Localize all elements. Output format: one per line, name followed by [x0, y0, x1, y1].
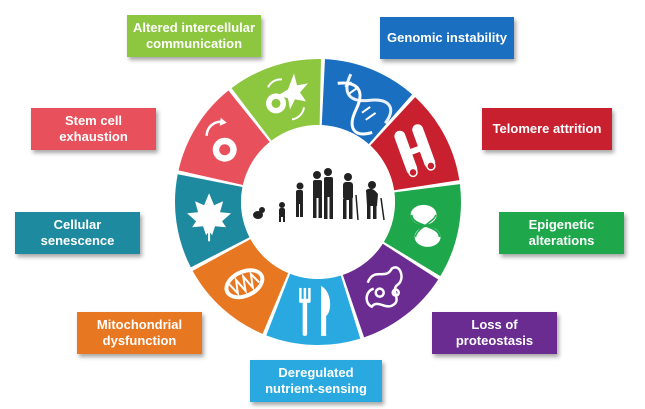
dna-helix-icon: [337, 73, 393, 136]
histone-icon: [410, 204, 441, 247]
segment-proteostasis: [342, 243, 439, 338]
stem-cell-division-icon: [205, 117, 237, 162]
label-cellular-senescence: Cellular senescence: [15, 212, 140, 254]
segment-nutrient: [266, 273, 361, 345]
label-epigenetic-alterations: Epigenetic alterations: [499, 212, 624, 254]
label-telomere-attrition: Telomere attrition: [482, 108, 612, 150]
label-loss-of-proteostasis: Loss of proteostasis: [432, 312, 557, 354]
center-circle: [241, 125, 395, 279]
mitochondrion-icon: [224, 268, 265, 300]
chromosome-icon: [394, 124, 436, 178]
human-aging-silhouettes-icon: [253, 168, 385, 222]
label-deregulated-nutrient-sensing: Deregulated nutrient-sensing: [250, 360, 382, 402]
wheel-icons: [187, 73, 441, 336]
label-altered-intercellular-communication: Altered intercellular communication: [127, 15, 261, 57]
label-stem-cell-exhaustion: Stem cell exhaustion: [31, 108, 156, 150]
protein-fold-icon: [365, 266, 403, 309]
label-mitochondrial-dysfunction: Mitochondrial dysfunction: [77, 312, 202, 354]
maple-leaf-icon: [187, 193, 232, 242]
segment-telomere: [370, 97, 460, 191]
fork-knife-icon: [299, 285, 331, 336]
label-genomic-instability: Genomic instability: [380, 17, 514, 59]
cells-signaling-icon: [266, 73, 309, 121]
